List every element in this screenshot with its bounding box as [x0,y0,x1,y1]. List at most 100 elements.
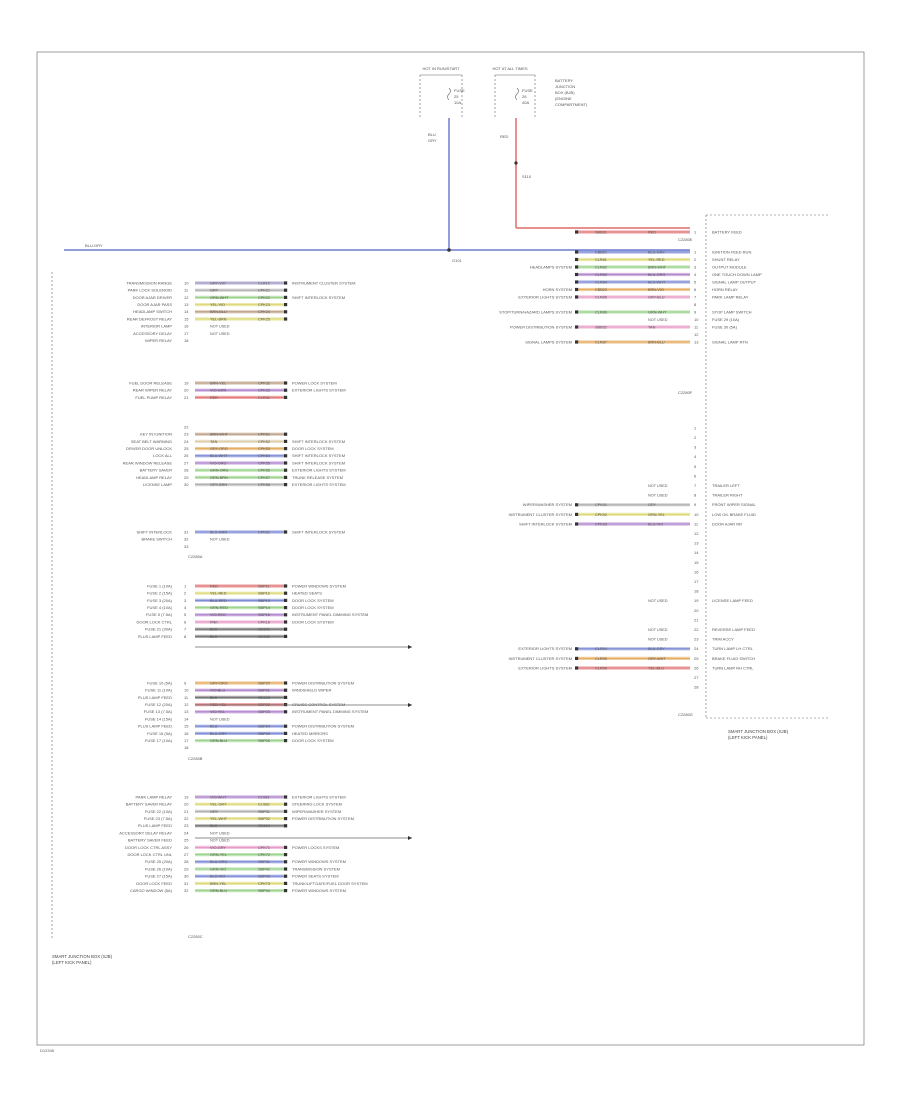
left-terminal [284,809,288,813]
left-circuit-id: CPK53 [258,447,270,451]
right-b-source: EXTERIOR LIGHTS SYSTEM [518,646,572,651]
splice-dot [514,161,518,165]
left-pin-function: DOOR LOCK CTRL ASSY [125,845,172,850]
left-wire-color: VIO-YEL [210,710,225,714]
left-pin-number: 26 [184,845,189,850]
left-destination: POWER DISTRIBUTION SYSTEM [292,724,354,729]
left-terminal [284,295,288,299]
right-b-pin-function: FRONT WIPER SIGNAL [712,502,756,507]
right-b-wire-color: BLU-VIO [648,522,663,526]
left-wire-color: BLK [210,635,218,639]
left-circuit-id: SBP32 [258,817,270,821]
left-terminal [284,881,288,885]
left-circuit-id: CPK55 [258,461,270,465]
right-a-circuit-id: CLR82 [595,265,607,269]
right-a-circuit-id: CBB22 [595,288,607,292]
right-b-source: WIPER/WASHER SYSTEM [523,502,572,507]
left-pin-function: BATTERY SAVER [140,468,172,473]
left-pin-function: LOCK ALL [153,453,173,458]
fuse-right-note-4: COMPARTMENT) [555,102,588,107]
right-a-pin-number: 12 [694,332,699,337]
left-circuit-id: CPK71 [258,846,270,850]
left-wire-color: GRN-BLU [210,889,227,893]
right-a-pin-function: SIGNAL LAMP OUTPUT [712,279,757,284]
left-terminal [284,381,288,385]
left-pin-function: CARGO WINDOW (5A) [130,888,173,893]
left-pin-function: FUSE 21 (30A) [145,627,173,632]
left-wire-color: NOT USED [210,538,230,542]
left-pin-function: HEADLAMP RELAY [136,475,172,480]
left-pin-number: 13 [184,302,189,307]
right-b-pin-number: 18 [694,589,699,594]
left-pin-function: BRAKE SWITCH [142,537,173,542]
right-a-circuit-id: CBB21 [595,250,607,254]
right-b-wire-color: GRY-WHT [648,657,666,661]
right-b-circuit-id: CPK92 [595,513,607,517]
right-a-pin-number: 7 [694,294,697,299]
left-wire-color: BLU-VIO [210,875,225,879]
right-b-pin-number: 10 [694,512,699,517]
left-terminal [284,889,288,893]
left-circuit-id: CLS81 [258,795,270,799]
right-b-pin-row: 17 [694,579,699,584]
right-a-pin-number: 11 [694,324,699,329]
fuse-left-label: HOT IN RUN/START [422,66,460,71]
right-b-pin-number: 27 [694,675,699,680]
right-b-pin-number: 12 [694,531,699,536]
left-pin-number: 12 [184,295,189,300]
right-connector-code-c: C2280G [678,712,693,717]
left-wire-color: BRN-YEL [210,381,226,385]
right-b-pin-number: 23 [694,637,699,642]
right-a-pin-number: 5 [694,279,697,284]
left-pin-function: FUSE 14 (15A) [145,716,173,721]
right-b-pin-row: 14 [694,550,699,555]
ground-label: G101 [452,258,463,263]
footer-code: D12345 [40,1048,55,1053]
right-b-pin-row: 28 [694,685,699,690]
left-terminal [284,432,288,436]
right-b-pin-number: 26 [694,665,699,670]
right-b-pin-number: 20 [694,608,699,613]
left-destination: POWER LOCKS SYSTEM [292,845,339,850]
left-pin-number: 28 [184,468,189,473]
right-b-pin-row: 12 [694,531,699,536]
left-wire-color: GRN-YEL [210,853,227,857]
right-a-pin-function: FUSE 30 (5A) [712,324,738,329]
left-connector-code-b: C2280B [188,756,203,761]
right-b-terminal [575,503,579,507]
left-pin-function: FUSE 13 (7.5A) [144,709,173,714]
left-pin-number: 13 [184,709,189,714]
left-wire-color: GRY-VIO [210,281,226,285]
right-top-wire-color: RED [648,230,656,234]
fuse-right-ref-2: 40A [522,100,529,105]
left-pin-function: PARK LAMP RELAY [136,794,173,799]
left-wire-color: GRN-ORG [210,469,228,473]
right-a-circuit-id: CLR85 [595,295,607,299]
left-pin-number: 21 [184,395,189,400]
left-connector-code-a: C2280A [188,554,203,559]
right-b-pin-row: 5 [694,464,697,469]
left-wire-color: RED [210,584,218,588]
left-destination: WIPER/WASHER SYSTEM [292,809,341,814]
right-b-pin-row: 18 [694,589,699,594]
left-circuit-id: SBP43 [258,875,270,879]
right-b-pin-number: 16 [694,569,699,574]
